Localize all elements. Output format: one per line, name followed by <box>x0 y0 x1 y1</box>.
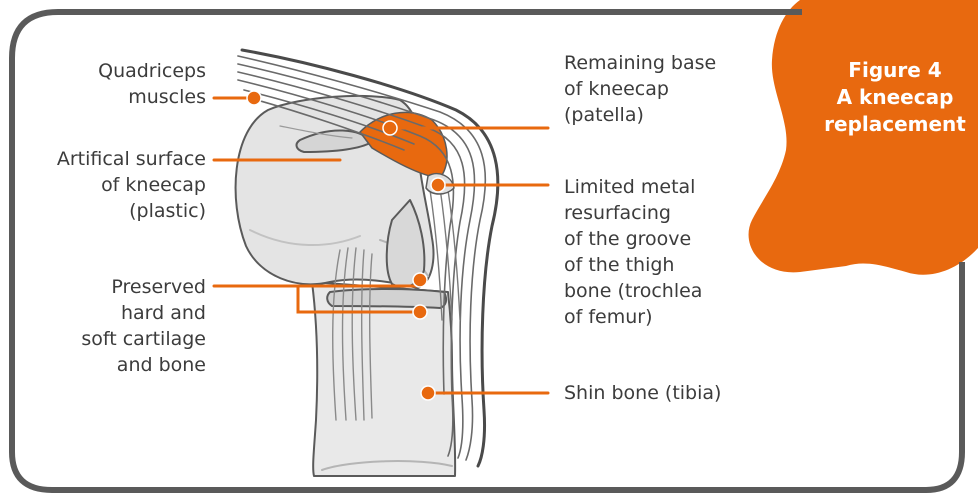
label-shin-line1: Shin bone (tibia) <box>564 380 784 406</box>
label-limited-line4: of the thigh <box>564 252 764 278</box>
badge-line-figure: Figure 4 <box>810 57 978 84</box>
dot-shin-bone <box>421 386 435 400</box>
label-artificial-line3: (plastic) <box>20 198 206 224</box>
badge-line-subtitle: replacement <box>810 111 978 138</box>
dot-limited-metal <box>431 178 445 192</box>
label-limited-line2: resurfacing <box>564 200 764 226</box>
label-artificial-surface: Artifical surface of kneecap (plastic) <box>20 146 206 224</box>
cartilage-layer <box>327 289 446 308</box>
label-remaining-base: Remaining base of kneecap (patella) <box>564 50 764 128</box>
label-preserved-line1: Preserved <box>20 274 206 300</box>
dot-preserved-lower <box>413 305 427 319</box>
label-preserved: Preserved hard and soft cartilage and bo… <box>20 274 206 378</box>
figure-badge-title: Figure 4 A kneecap replacement <box>810 57 978 138</box>
knee-illustration <box>236 50 498 476</box>
dot-quadriceps <box>247 91 261 105</box>
label-preserved-line2: hard and <box>20 300 206 326</box>
label-quadriceps: Quadriceps muscles <box>20 58 206 110</box>
label-preserved-line4: and bone <box>20 352 206 378</box>
label-remaining-line2: of kneecap <box>564 76 764 102</box>
label-remaining-line1: Remaining base <box>564 50 764 76</box>
label-limited-line6: of femur) <box>564 304 764 330</box>
dot-preserved-upper <box>413 273 427 287</box>
badge-line-title: A kneecap <box>810 84 978 111</box>
label-limited-line5: bone (trochlea <box>564 278 764 304</box>
label-remaining-line3: (patella) <box>564 102 764 128</box>
label-artificial-line1: Artifical surface <box>20 146 206 172</box>
label-preserved-line3: soft cartilage <box>20 326 206 352</box>
label-limited-line1: Limited metal <box>564 174 764 200</box>
dot-remaining-base <box>383 121 397 135</box>
label-limited-metal: Limited metal resurfacing of the groove … <box>564 174 764 330</box>
label-limited-line3: of the groove <box>564 226 764 252</box>
label-quadriceps-line2: muscles <box>20 84 206 110</box>
label-shin-bone: Shin bone (tibia) <box>564 380 784 406</box>
label-artificial-line2: of kneecap <box>20 172 206 198</box>
label-quadriceps-line1: Quadriceps <box>20 58 206 84</box>
